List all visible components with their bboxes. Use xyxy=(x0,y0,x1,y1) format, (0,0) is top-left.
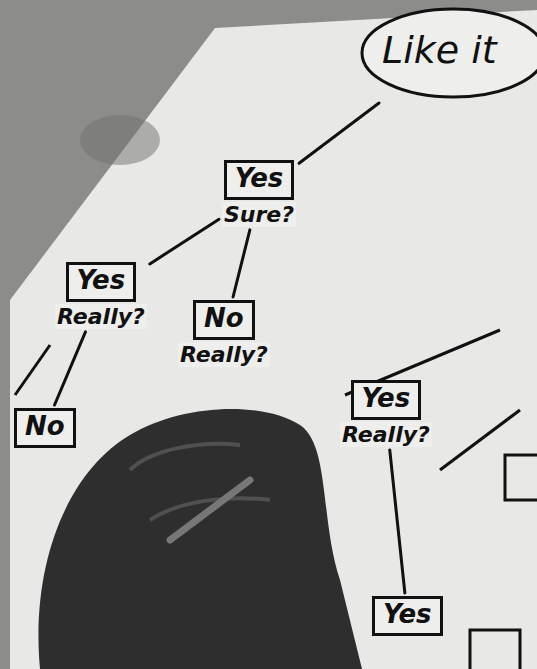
answer-node: No xyxy=(14,408,76,448)
branch-line xyxy=(15,345,50,395)
answer-box: Yes xyxy=(351,380,422,420)
branch-connector xyxy=(233,230,250,297)
cut-off-box xyxy=(505,455,537,500)
answer-node: YesReally? xyxy=(55,262,147,329)
branch-connector xyxy=(299,103,379,163)
branch-connector xyxy=(150,219,219,264)
answer-node: YesReally? xyxy=(340,380,432,447)
follow-up-question: Really? xyxy=(178,342,270,367)
answer-box: No xyxy=(14,408,76,448)
branch-connector xyxy=(55,332,86,405)
answer-node: NoReally? xyxy=(178,300,270,367)
answer-node: YesSure? xyxy=(222,160,296,227)
paper-sheet xyxy=(10,10,537,669)
answer-node: Yes xyxy=(372,596,443,636)
hand xyxy=(38,409,362,669)
pen xyxy=(170,480,250,540)
answer-box: No xyxy=(193,300,255,340)
start-oval: Like it xyxy=(358,6,533,100)
follow-up-question: Really? xyxy=(340,422,432,447)
question-text: Like it xyxy=(382,28,533,72)
answer-box: Yes xyxy=(66,262,137,302)
answer-box: Yes xyxy=(372,596,443,636)
follow-up-question: Sure? xyxy=(222,202,296,227)
knuckle-line xyxy=(130,444,240,470)
branch-connector xyxy=(390,450,405,593)
cut-off-box xyxy=(470,630,520,669)
follow-up-question: Really? xyxy=(55,304,147,329)
branch-line xyxy=(440,410,520,470)
wood-knot xyxy=(80,115,160,165)
answer-box: Yes xyxy=(224,160,295,200)
